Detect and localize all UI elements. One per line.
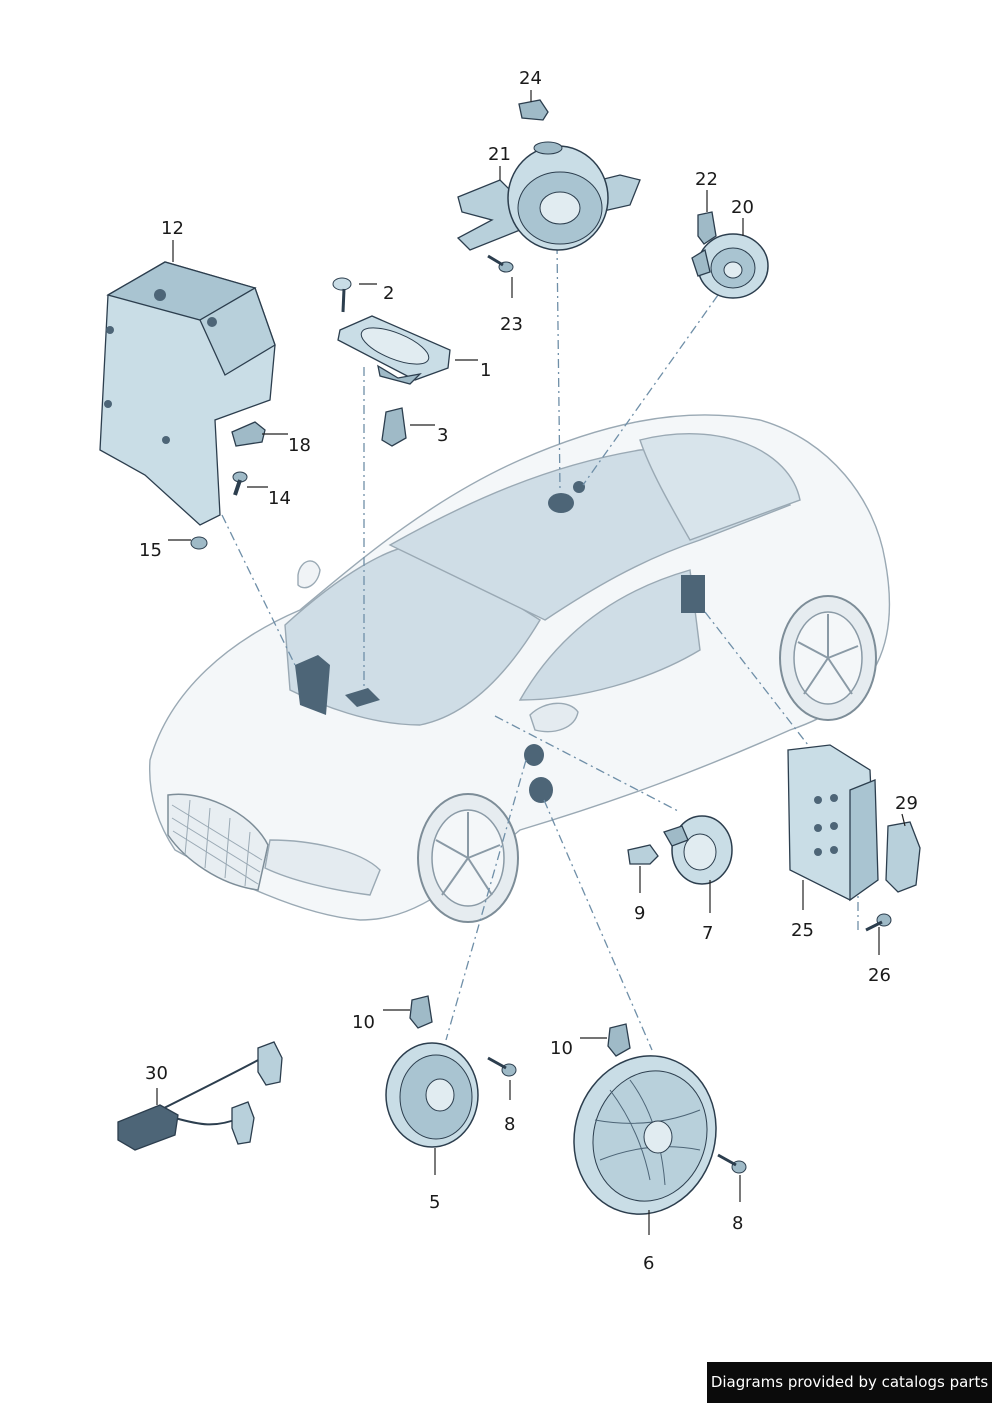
callout-14[interactable]: 14 <box>268 488 291 509</box>
callout-18[interactable]: 18 <box>288 435 311 456</box>
callout-9[interactable]: 9 <box>634 903 646 924</box>
part-10-connector-right[interactable] <box>607 1023 631 1057</box>
leader-lines <box>156 90 906 1235</box>
callout-1[interactable]: 1 <box>480 360 492 381</box>
rear-wheel <box>779 595 877 721</box>
part-23-bolt[interactable] <box>487 254 514 273</box>
callout-25[interactable]: 25 <box>791 920 814 941</box>
front-wheel <box>417 793 519 923</box>
door-tweeter-location-marker <box>524 744 544 766</box>
placement-lines <box>221 244 859 1051</box>
part-2-screw[interactable] <box>332 277 352 313</box>
door-woofer-location-marker <box>529 777 553 803</box>
callout-2[interactable]: 2 <box>383 283 395 304</box>
callout-7[interactable]: 7 <box>702 923 714 944</box>
part-8-bolt-lower[interactable] <box>717 1153 747 1174</box>
part-14-bolt[interactable] <box>232 471 248 496</box>
callout-20[interactable]: 20 <box>731 197 754 218</box>
callout-22[interactable]: 22 <box>695 169 718 190</box>
car-illustration <box>148 414 891 923</box>
part-8-bolt-upper[interactable] <box>487 1056 517 1077</box>
part-26-bolt[interactable] <box>865 913 892 932</box>
callout-5[interactable]: 5 <box>429 1192 441 1213</box>
callout-21[interactable]: 21 <box>488 144 511 165</box>
callout-8-upper[interactable]: 8 <box>504 1114 516 1135</box>
credit-banner: Diagrams provided by catalogs parts <box>707 1362 992 1403</box>
part-21-subwoofer[interactable] <box>456 141 641 251</box>
callout-29[interactable]: 29 <box>895 793 918 814</box>
part-24-connector[interactable] <box>518 99 549 121</box>
callout-15[interactable]: 15 <box>139 540 162 561</box>
callout-10-left[interactable]: 10 <box>352 1012 375 1033</box>
callout-24[interactable]: 24 <box>519 68 542 89</box>
part-3-connector[interactable] <box>381 407 407 447</box>
amplifier-location-marker <box>295 655 330 715</box>
part-25-control-module[interactable] <box>787 744 879 902</box>
callout-6[interactable]: 6 <box>643 1253 655 1274</box>
callout-10-right[interactable]: 10 <box>550 1038 573 1059</box>
part-15-nut[interactable] <box>190 536 208 550</box>
center-speaker-location-marker <box>345 688 380 707</box>
part-9-connector[interactable] <box>627 844 659 865</box>
part-10-connector-left[interactable] <box>409 995 433 1029</box>
part-30-wiring-harness[interactable] <box>117 1041 283 1151</box>
callout-26[interactable]: 26 <box>868 965 891 986</box>
part-6-woofer[interactable] <box>554 1037 737 1232</box>
callout-8-lower[interactable]: 8 <box>732 1213 744 1234</box>
part-18-connector[interactable] <box>231 421 266 447</box>
part-29-connector[interactable] <box>885 821 921 893</box>
part-12-amplifier[interactable] <box>99 261 276 526</box>
part-22-connector[interactable] <box>697 211 717 245</box>
callout-30[interactable]: 30 <box>145 1063 168 1084</box>
tweeter-location-marker <box>573 481 585 493</box>
part-7-door-tweeter[interactable] <box>663 815 733 885</box>
callout-23[interactable]: 23 <box>500 314 523 335</box>
part-20-tweeter[interactable] <box>691 233 769 299</box>
rear-speaker-location-marker <box>548 493 574 513</box>
callout-3[interactable]: 3 <box>437 425 449 446</box>
part-1-center-speaker[interactable] <box>337 315 451 385</box>
part-5-midrange-speaker[interactable] <box>385 1042 479 1148</box>
callout-12[interactable]: 12 <box>161 218 184 239</box>
door-module-location-marker <box>681 575 705 613</box>
